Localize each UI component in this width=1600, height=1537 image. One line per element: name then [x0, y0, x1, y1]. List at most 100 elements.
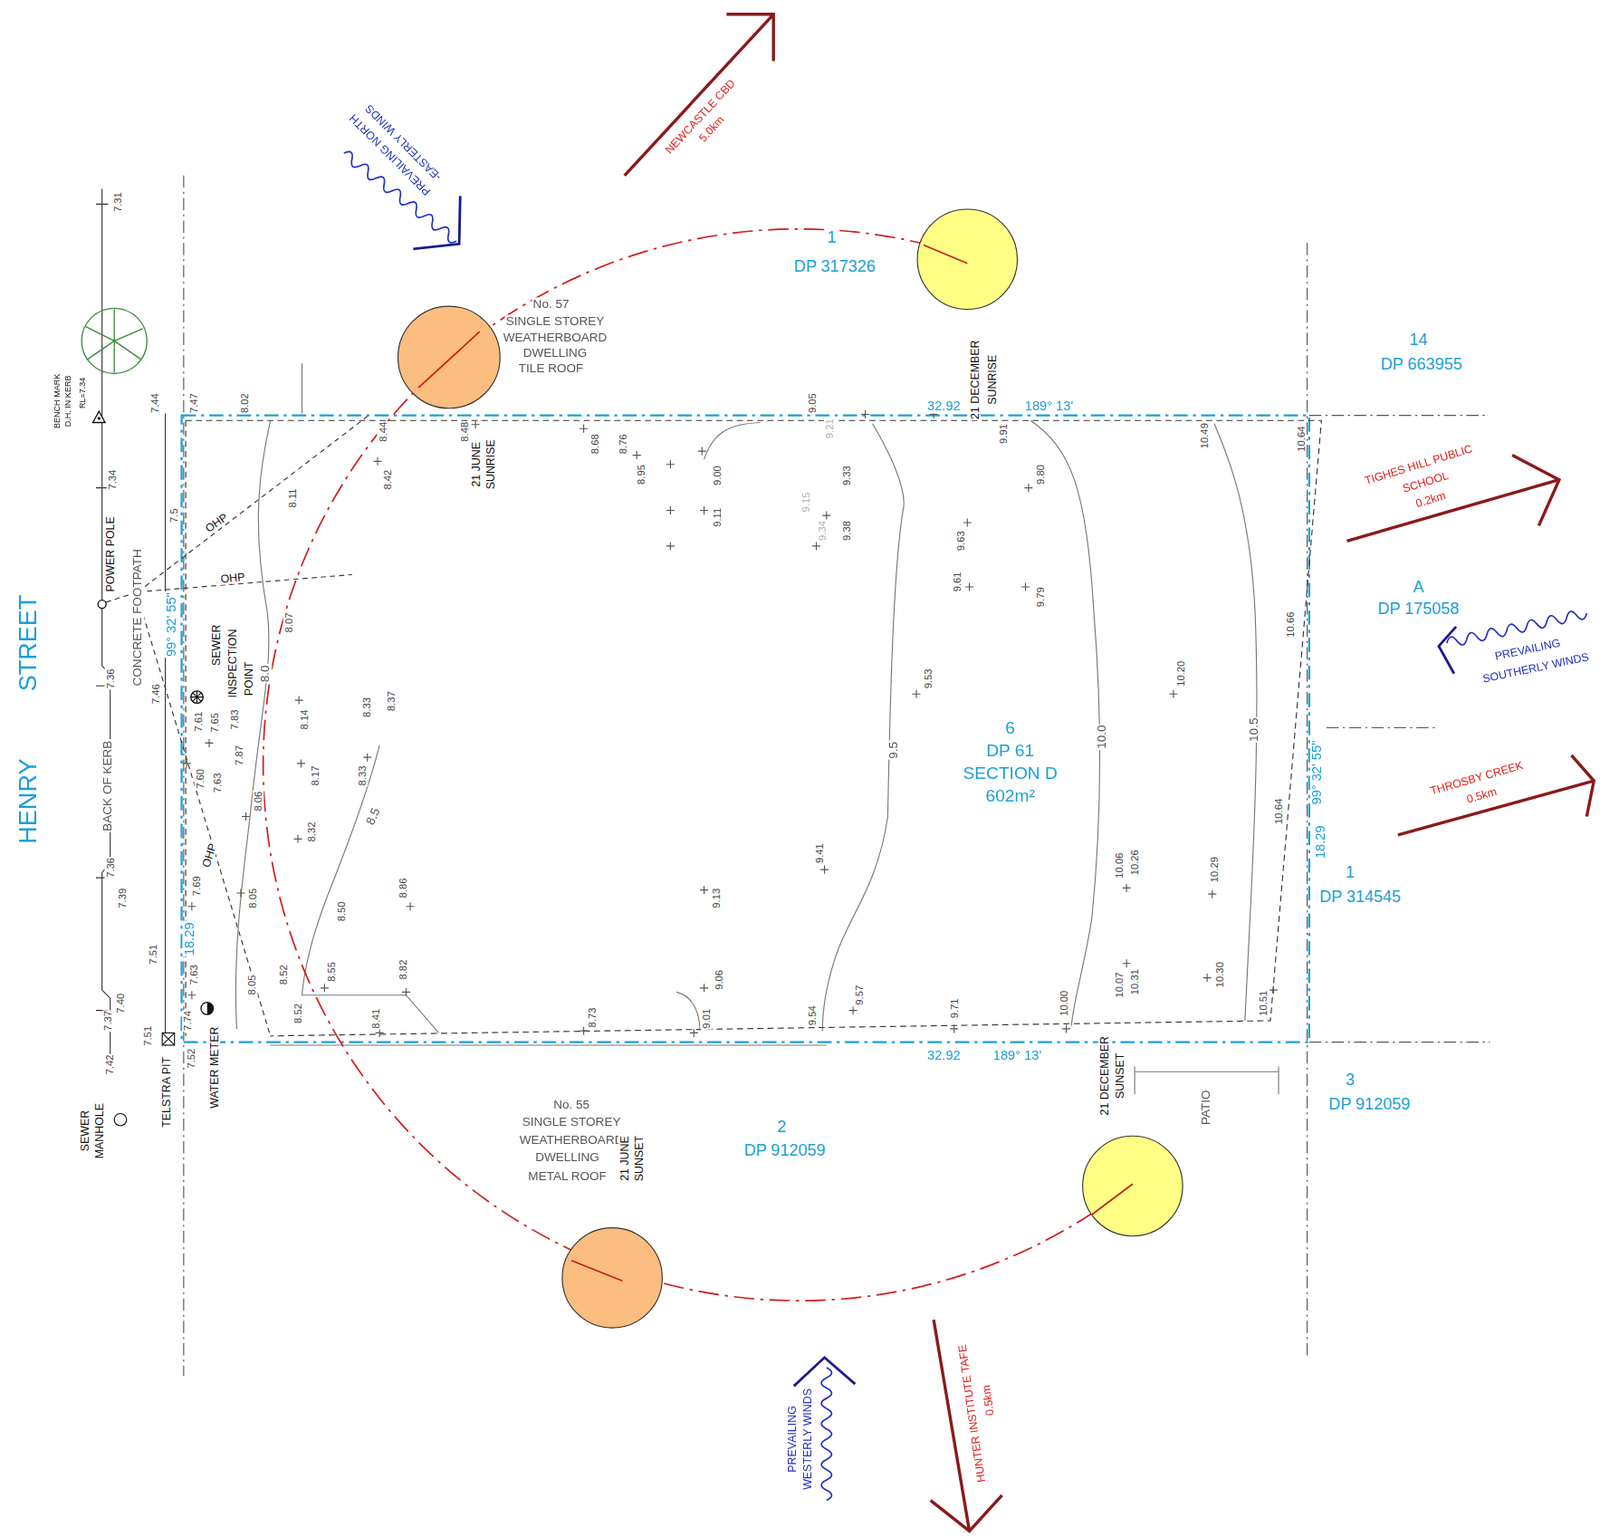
lot-label: DP 61: [962, 739, 1057, 763]
power-pole-symbol: [97, 600, 106, 609]
street-name: HENRY: [15, 756, 43, 844]
spot-height: 9.11: [711, 507, 723, 528]
spot-height: 10.30: [1213, 960, 1225, 988]
spot-height: 9.91: [997, 422, 1009, 445]
spot-height: 8.82: [397, 958, 409, 980]
spot-height: 9.63: [955, 529, 967, 552]
spot-height: 9.54: [806, 1004, 818, 1026]
feature-label: DWELLING: [534, 1149, 601, 1164]
tree-symbol: [81, 307, 147, 374]
spot-height: 10.06: [1113, 851, 1125, 879]
lot-number: DP 663955: [1379, 354, 1464, 374]
spot-height: 9.38: [841, 519, 853, 542]
site-feature-label: SUNRISE: [986, 354, 999, 406]
winter-sun: [562, 1227, 662, 1328]
site-feature-label: INSPECTION: [226, 627, 240, 699]
spot-height: 9.21: [823, 417, 835, 440]
spot-height: 7.39: [116, 887, 128, 910]
survey-mark-label: BENCH MARK: [53, 373, 63, 430]
contour-label: 10.0: [1095, 723, 1110, 750]
spot-height: 9.53: [922, 667, 934, 690]
spot-height: 7.63: [211, 771, 223, 794]
feature-label: DWELLING: [522, 345, 589, 360]
spot-height: 7.83: [229, 708, 240, 730]
spot-height: 9.06: [713, 968, 725, 991]
spot-height: 8.95: [635, 463, 647, 486]
contour-label: 8.5: [363, 804, 384, 828]
wind-label: PREVAILING: [785, 1404, 799, 1474]
spot-height: 10.00: [1058, 989, 1070, 1017]
lot-number: 1: [825, 229, 837, 248]
water-meter-symbol: [207, 1002, 214, 1016]
site-feature-label: 21 JUNE: [618, 1134, 632, 1182]
kerb-line: [95, 188, 166, 1066]
summer-sun: [1082, 1135, 1183, 1236]
site-feature-label: WATER METER: [208, 1025, 221, 1110]
locality-label: 0.2km: [1413, 488, 1448, 510]
spot-height: 10.64: [1295, 424, 1307, 452]
winter-sun: [397, 306, 500, 409]
spot-height: 9.80: [1034, 463, 1046, 486]
boundary-dimension: 189° 13': [1024, 398, 1075, 413]
spot-height: 9.05: [806, 392, 818, 414]
water-meter-symbol: [201, 1002, 214, 1016]
spot-height: 8.52: [277, 963, 289, 986]
spot-height: 10.31: [1129, 967, 1141, 996]
wind-squiggle: [821, 1367, 832, 1500]
site-feature-label: MANHOLE: [92, 1101, 106, 1160]
lot-number: DP 314545: [1318, 888, 1402, 907]
contour-label: 9.5: [887, 740, 901, 760]
feature-label: WEATHERBOARD: [502, 331, 609, 345]
spot-height: 9.01: [700, 1007, 712, 1030]
boundary-dimension: 32.92: [926, 398, 962, 413]
spot-height: 7.87: [232, 744, 244, 767]
sun-path-arc: [263, 229, 1133, 1301]
spot-height: 8.86: [397, 876, 409, 899]
spot-height: 10.64: [1273, 797, 1284, 825]
lot-label-group: 6DP 61SECTION D602m²: [962, 717, 1057, 807]
sewer-manhole-symbol: [114, 1112, 127, 1126]
spot-height: 7.51: [142, 1025, 154, 1047]
spot-height: 9.00: [711, 464, 723, 487]
lot-label: 6: [962, 717, 1057, 740]
wind-squiggle: [821, 1367, 832, 1500]
spot-height: 7.69: [191, 874, 202, 897]
contour-label: 8.0: [258, 663, 273, 683]
telstra-pit-symbol: [162, 1032, 175, 1045]
spot-height: 8.32: [306, 820, 317, 843]
boundary-dimension: 32.92: [926, 1047, 962, 1063]
spot-height: 7.46: [150, 682, 162, 705]
spot-height: 8.06: [252, 790, 264, 813]
spot-height: 8.02: [239, 392, 250, 414]
lot-number: DP 912059: [743, 1140, 827, 1160]
spot-height: 9.57: [853, 984, 865, 1006]
lot-number: DP 317326: [793, 257, 877, 276]
neighbour-feature-line: [270, 363, 1279, 1094]
lot-number: 14: [1408, 330, 1428, 349]
spot-height: 7.5: [167, 507, 179, 524]
wind-label: WESTERLY WINDS: [801, 1387, 815, 1491]
spot-height: 9.41: [814, 842, 825, 864]
spot-height: 10.51: [1257, 989, 1269, 1017]
spot-height: 8.52: [292, 1002, 304, 1025]
spot-height: 7.63: [188, 963, 200, 986]
spot-height: 8.17: [309, 764, 321, 786]
spot-height: 8.73: [585, 1005, 597, 1028]
spot-height: 9.15: [800, 490, 812, 513]
lot-area: 6DP 61SECTION D602m²: [182, 415, 1310, 1043]
feature-label: PATIO: [1199, 1088, 1214, 1126]
feature-label: WEATHERBOARD: [518, 1132, 625, 1147]
spot-height: 9.61: [951, 570, 963, 593]
site-feature-label: 21 DECEMBER: [967, 338, 981, 421]
spot-height: 7.34: [106, 469, 118, 491]
spot-height: 7.47: [188, 392, 200, 414]
spot-height: 7.60: [194, 767, 206, 790]
spot-height: 10.20: [1175, 660, 1187, 688]
boundary-dimension: 18.29: [182, 920, 198, 957]
feature-label: No. 57: [531, 297, 570, 311]
feature-label: CONCRETE FOOTPATH: [131, 547, 145, 688]
spot-height: 8.33: [356, 764, 368, 786]
lot-number: DP 175058: [1376, 599, 1460, 618]
